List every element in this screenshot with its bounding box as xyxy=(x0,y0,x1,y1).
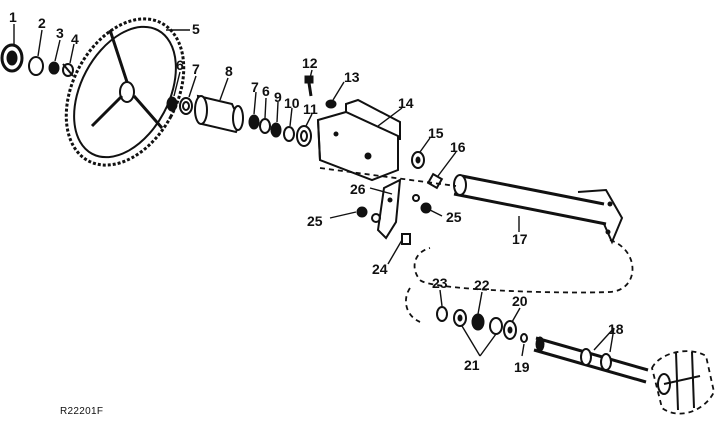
part-1-horn-cap xyxy=(0,43,24,73)
part-16-bolt xyxy=(426,172,444,190)
callout-6-right: 6 xyxy=(262,83,270,99)
callout-20: 20 xyxy=(512,293,528,309)
callout-3: 3 xyxy=(56,25,64,41)
callout-17: 17 xyxy=(512,231,528,247)
callout-25-right: 25 xyxy=(446,209,462,225)
part-20-spacer xyxy=(503,320,517,340)
callout-26: 26 xyxy=(350,181,366,197)
part-26-steering-arm xyxy=(376,178,402,240)
callout-25-left: 25 xyxy=(307,213,323,229)
callout-10: 10 xyxy=(284,95,300,111)
part-21-seal-right xyxy=(489,317,503,335)
part-6-washer-right xyxy=(259,118,271,134)
part-4-washer xyxy=(62,63,74,77)
callout-7-left: 7 xyxy=(192,61,200,77)
part-22-bearing xyxy=(471,313,485,331)
part-23-bearing xyxy=(436,306,448,322)
callout-13: 13 xyxy=(344,69,360,85)
callout-labels: 1 2 3 4 5 6 7 8 7 6 9 10 11 12 13 14 15 … xyxy=(9,9,624,375)
callout-4: 4 xyxy=(71,31,79,47)
callout-11: 11 xyxy=(303,101,318,117)
callout-22: 22 xyxy=(474,277,490,293)
part-17-column-tube xyxy=(453,174,624,245)
part-13-nut xyxy=(325,99,337,109)
part-11-bushing xyxy=(296,125,312,147)
part-19-snap-ring xyxy=(520,333,528,343)
callout-12: 12 xyxy=(302,55,318,71)
part-7-seal-left xyxy=(179,97,193,115)
part-15-washer xyxy=(411,151,425,169)
assembly-continuation-line xyxy=(413,239,634,294)
part-3-nut xyxy=(48,61,60,75)
callout-2: 2 xyxy=(38,15,46,31)
callout-21: 21 xyxy=(464,357,480,373)
callout-19: 19 xyxy=(514,359,530,375)
callout-9: 9 xyxy=(274,89,282,105)
callout-16: 16 xyxy=(450,139,466,155)
part-18-steering-shaft xyxy=(533,336,649,384)
callout-7-right: 7 xyxy=(251,79,259,95)
part-21-seal-left xyxy=(453,309,467,327)
callout-8: 8 xyxy=(225,63,233,79)
part-5-steering-wheel xyxy=(64,17,186,167)
part-12-cap-screw xyxy=(304,75,314,97)
part-25-nut-left xyxy=(356,206,381,223)
callout-6-left: 6 xyxy=(176,57,184,73)
part-24-pivot-bolt xyxy=(401,233,411,245)
part-9-washer xyxy=(270,122,282,138)
callout-24: 24 xyxy=(372,261,388,277)
part-14-support-bracket xyxy=(316,98,401,182)
callout-18: 18 xyxy=(608,321,624,337)
part-2-snap-ring xyxy=(28,56,44,76)
callout-14: 14 xyxy=(398,95,414,111)
figure-code: R22201F xyxy=(60,406,103,417)
callout-23: 23 xyxy=(432,275,448,291)
leader-lines xyxy=(13,24,615,357)
steering-gear-housing xyxy=(651,350,715,415)
part-10-spacer xyxy=(283,126,295,142)
part-25-nut-right xyxy=(412,194,432,214)
callout-1: 1 xyxy=(9,9,17,25)
callout-15: 15 xyxy=(428,125,444,141)
part-8-bearing-housing xyxy=(194,94,244,134)
part-7-seal-right xyxy=(248,114,260,130)
part-6-washer-left xyxy=(166,96,178,112)
callout-5: 5 xyxy=(192,21,200,37)
